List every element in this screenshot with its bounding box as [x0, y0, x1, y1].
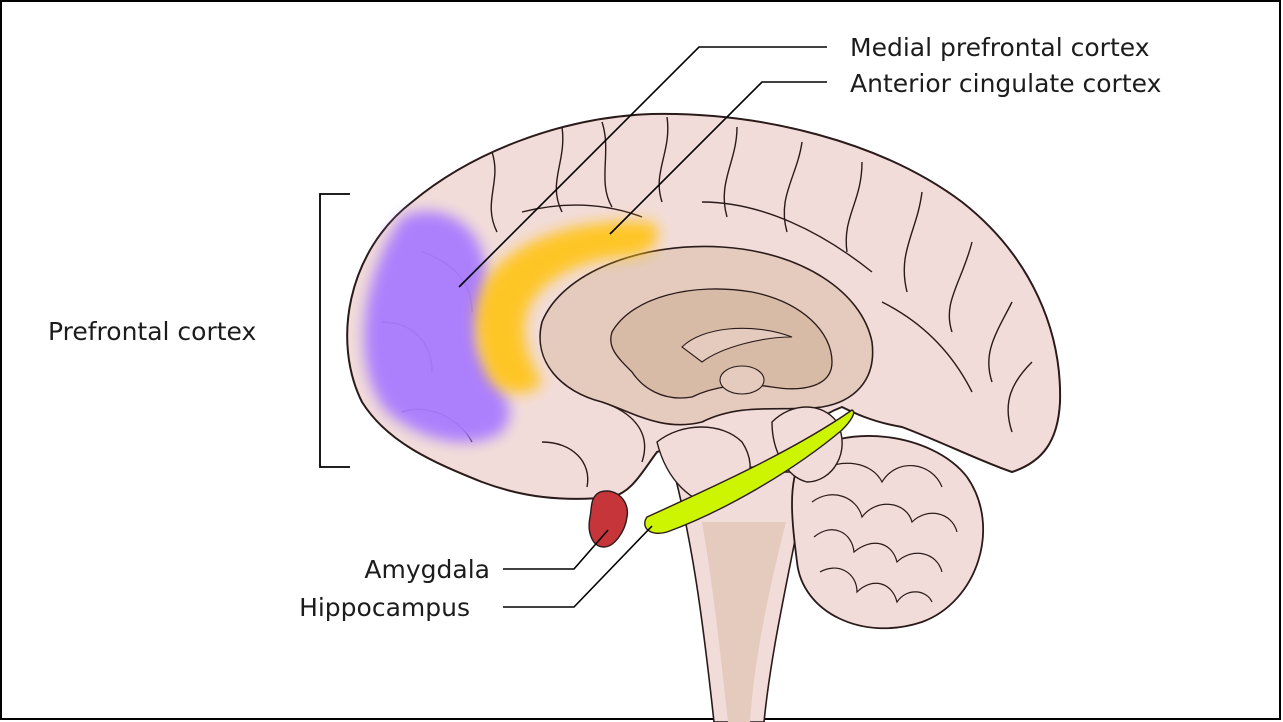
label-amygdala: Amygdala — [364, 557, 490, 582]
amygdala-shape — [589, 491, 627, 547]
label-anterior-cingulate-cortex: Anterior cingulate cortex — [850, 71, 1161, 96]
label-prefrontal-cortex: Prefrontal cortex — [48, 319, 256, 344]
label-hippocampus: Hippocampus — [299, 595, 470, 620]
prefrontal-bracket — [320, 194, 350, 467]
leader-hippocampus — [503, 526, 652, 607]
label-medial-prefrontal-cortex: Medial prefrontal cortex — [850, 35, 1150, 60]
thalamus-nucleus — [720, 366, 764, 394]
